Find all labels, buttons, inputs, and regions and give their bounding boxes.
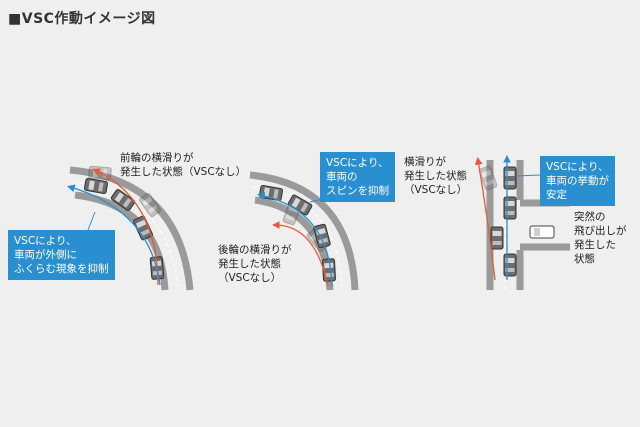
page-title: ■VSC作動イメージ図 [8, 11, 156, 27]
panel3-label-line1: 突然の [574, 211, 606, 223]
panel1-callout-box: VSCにより、 車両が外側に ふくらむ現象を抑制 [8, 230, 115, 280]
panel2-box-line1: VSCにより、 [326, 157, 389, 169]
panel1-red-trajectory [92, 168, 159, 286]
panel3-callout-box: VSCにより、 車両の挙動が 安定 [540, 156, 615, 206]
panel2-label-bottom-line1: 後輪の横滑りが [218, 244, 292, 256]
panel2-label-bottom: 後輪の横滑りが 発生した状態 （VSCなし） [218, 243, 292, 285]
panel2-blue-trajectory [256, 192, 333, 287]
panel1-label: 前輪の横滑りが 発生した状態（VSCなし） [120, 151, 246, 179]
panel3-red-trajectory [474, 156, 496, 281]
panel2-label-top-line3: （VSCなし） [404, 184, 468, 196]
panel2-label-top-line1: 横滑りが [404, 156, 446, 168]
panel1-label-line2: 発生した状態（VSCなし） [120, 166, 247, 178]
panel3-box-line1: VSCにより、 [546, 161, 609, 173]
panel2-label-bottom-line3: （VSCなし） [218, 272, 282, 284]
panel2-label-top: 横滑りが 発生した状態 （VSCなし） [404, 155, 467, 197]
panel1-label-line1: 前輪の横滑りが [120, 152, 194, 164]
panel3-box-line3: 安定 [546, 189, 567, 201]
panel3-callout-line [515, 174, 541, 177]
panel3-box-line2: 車両の挙動が [546, 175, 609, 187]
panel3-obstacle-car [529, 225, 555, 239]
panel2-callout-box: VSCにより、 車両の スピンを抑制 [320, 152, 395, 202]
panel2-label-bottom-line2: 発生した状態 [218, 258, 281, 270]
panel2-red-trajectory [271, 221, 329, 287]
panel1-box-line1: VSCにより、 [14, 235, 77, 247]
panel3-label: 突然の 飛び出しが 発生した 状態 [574, 210, 627, 266]
panel1-box-line2: 車両が外側に [14, 249, 77, 261]
panel1-callout-line [87, 211, 96, 231]
panel2-box-line3: スピンを抑制 [326, 185, 389, 197]
panel2-label-top-line2: 発生した状態 [404, 170, 467, 182]
panel3-label-line3: 発生した [574, 239, 616, 251]
panel3-label-line4: 状態 [574, 253, 595, 265]
panel2-box-line2: 車両の [326, 171, 358, 183]
panel1-blue-trajectory [67, 184, 161, 286]
panel3-label-line2: 飛び出しが [574, 225, 627, 237]
panel1-box-line3: ふくらむ現象を抑制 [14, 263, 109, 275]
